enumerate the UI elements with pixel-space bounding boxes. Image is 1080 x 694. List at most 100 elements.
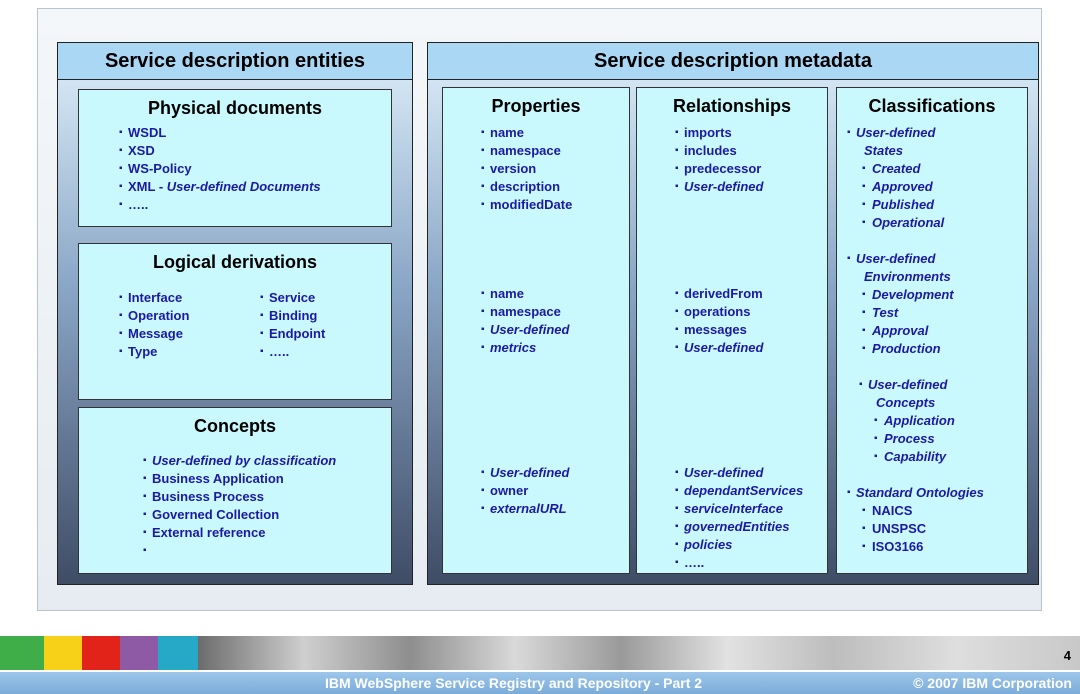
list-item: Development	[847, 286, 954, 304]
footer-bar: IBM WebSphere Service Registry and Repos…	[0, 672, 1080, 694]
service-description-metadata-group: Service description metadata Properties …	[427, 42, 1039, 585]
list-item: …..	[260, 343, 325, 361]
list-item: Business Application	[143, 470, 336, 488]
list-item: XML - User-defined Documents	[119, 178, 321, 196]
logical-derivations-panel: Logical derivations Interface Operation …	[78, 243, 392, 400]
physical-documents-list: WSDL XSD WS-Policy XML - User-defined Do…	[119, 124, 321, 214]
panel-title: Physical documents	[147, 98, 323, 118]
logical-list-col1: Interface Operation Message Type	[119, 289, 189, 361]
footer-copyright: © 2007 IBM Corporation	[913, 675, 1072, 691]
list-item: namespace	[481, 142, 572, 160]
panel-title: Logical derivations	[152, 252, 318, 272]
list-item: version	[481, 160, 572, 178]
list-item: Message	[119, 325, 189, 343]
list-item: Environments	[864, 269, 951, 284]
properties-list-1: name namespace version description modif…	[481, 124, 572, 214]
list-item: ISO3166	[847, 538, 984, 556]
list-item: Test	[847, 304, 954, 322]
list-item: governedEntities	[675, 518, 803, 536]
list-item: derivedFrom	[675, 285, 763, 303]
color-strip-yellow	[44, 636, 82, 670]
list-item: States	[864, 143, 904, 158]
list-item: User-defined	[481, 464, 569, 482]
list-item: description	[481, 178, 572, 196]
list-item: Interface	[119, 289, 189, 307]
footer-title: IBM WebSphere Service Registry and Repos…	[325, 675, 703, 691]
list-item: User-defined	[481, 321, 569, 339]
classifications-panel: Classifications User-defined States Crea…	[836, 87, 1028, 574]
list-item: name	[481, 124, 572, 142]
list-item: Operational	[847, 214, 944, 232]
list-item: Standard Ontologies	[847, 484, 984, 502]
properties-panel: Properties name namespace version descri…	[442, 87, 630, 574]
page-number: 4	[1063, 648, 1071, 663]
list-item: Business Process	[143, 488, 336, 506]
list-item: predecessor	[675, 160, 763, 178]
list-item: User-defined	[675, 339, 763, 357]
list-item: Approval	[847, 322, 954, 340]
list-item: WSDL	[119, 124, 321, 142]
color-strip-purple	[120, 636, 158, 670]
list-item: WS-Policy	[119, 160, 321, 178]
list-item: owner	[481, 482, 569, 500]
relationships-panel: Relationships imports includes predecess…	[636, 87, 828, 574]
panel-title: Concepts	[193, 416, 276, 436]
list-item: Application	[859, 412, 955, 430]
list-item: XSD	[119, 142, 321, 160]
list-item: policies	[675, 536, 803, 554]
color-strip-teal	[158, 636, 198, 670]
list-item: Governed Collection	[143, 506, 336, 524]
classifications-ontologies-list: Standard Ontologies NAICS UNSPSC ISO3166	[847, 484, 984, 556]
list-item: Production	[847, 340, 954, 358]
list-item: User-defined	[847, 250, 954, 268]
concepts-panel: Concepts User-defined by classification …	[78, 407, 392, 574]
list-item: …..	[675, 554, 803, 572]
logical-list-col2: Service Binding Endpoint …..	[260, 289, 325, 361]
physical-documents-panel: Physical documents WSDL XSD WS-Policy XM…	[78, 89, 392, 227]
list-item: Operation	[119, 307, 189, 325]
photo-strip	[198, 636, 1080, 670]
list-item: externalURL	[481, 500, 569, 518]
list-item: …..	[119, 196, 321, 214]
list-item: UNSPSC	[847, 520, 984, 538]
list-item: Endpoint	[260, 325, 325, 343]
list-item: namespace	[481, 303, 569, 321]
classifications-environments-list: User-defined Environments Development Te…	[847, 250, 954, 358]
list-item: User-defined	[675, 178, 763, 196]
properties-list-2: name namespace User-defined metrics	[481, 285, 569, 357]
relationships-list-2: derivedFrom operations messages User-def…	[675, 285, 763, 357]
list-item: Concepts	[876, 395, 936, 410]
list-item: imports	[675, 124, 763, 142]
xml-label: XML -	[128, 179, 167, 194]
list-item: operations	[675, 303, 763, 321]
list-item: Published	[847, 196, 944, 214]
classifications-concepts-list: User-defined Concepts Application Proces…	[859, 376, 955, 466]
panel-title: Classifications	[868, 96, 996, 116]
list-item: modifiedDate	[481, 196, 572, 214]
list-item: Process	[859, 430, 955, 448]
concepts-list: User-defined by classification Business …	[143, 452, 336, 560]
list-item: name	[481, 285, 569, 303]
list-item: NAICS	[847, 502, 984, 520]
color-strip-red	[82, 636, 120, 670]
list-item: messages	[675, 321, 763, 339]
list-item: External reference	[143, 524, 336, 542]
group-title: Service description metadata	[428, 43, 1038, 80]
panel-title: Relationships	[672, 96, 792, 116]
relationships-list-1: imports includes predecessor User-define…	[675, 124, 763, 196]
panel-title: Properties	[491, 96, 581, 116]
list-item: User-defined by classification	[143, 452, 336, 470]
list-item: User-defined	[847, 124, 944, 142]
list-item: metrics	[481, 339, 569, 357]
list-item: Created	[847, 160, 944, 178]
list-item: User-defined	[859, 376, 955, 394]
list-item: Binding	[260, 307, 325, 325]
color-strip-green	[0, 636, 44, 670]
list-item: User-defined	[675, 464, 803, 482]
list-item: includes	[675, 142, 763, 160]
list-item: Type	[119, 343, 189, 361]
list-item: Service	[260, 289, 325, 307]
service-description-entities-group: Service description entities Physical do…	[57, 42, 413, 585]
list-item: Approved	[847, 178, 944, 196]
list-item: dependantServices	[675, 482, 803, 500]
